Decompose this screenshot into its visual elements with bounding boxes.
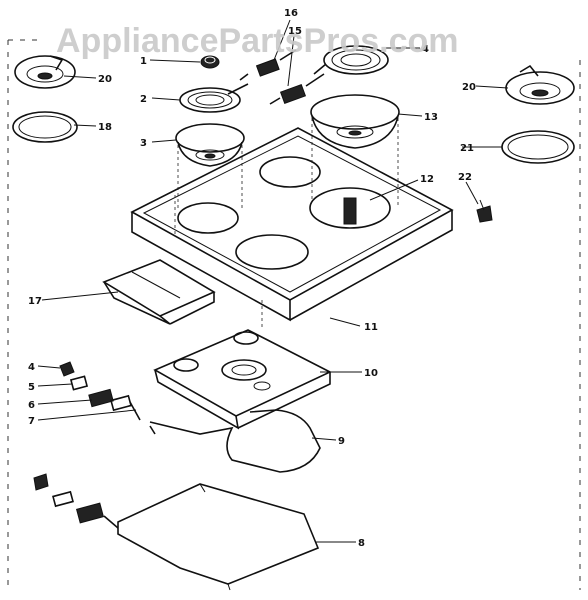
- watermark-text: AppliancePartsPros.com: [56, 22, 458, 60]
- trim-ring-left: [12, 111, 78, 143]
- label-part-20-left: 20: [98, 74, 112, 85]
- label-part-8: 8: [358, 538, 365, 549]
- wire-harness-lower: [117, 483, 320, 591]
- label-part-4-top: 4: [422, 44, 429, 55]
- label-part-18: 18: [98, 122, 112, 133]
- label-part-7: 7: [28, 416, 35, 427]
- drip-pan-right: [505, 64, 575, 105]
- label-part-9: 9: [338, 436, 345, 447]
- cooktop-main-top: [130, 127, 454, 322]
- terminal-clip: [200, 55, 220, 69]
- label-part-16: 16: [284, 8, 298, 19]
- label-part-21: 21: [460, 143, 474, 154]
- label-part-11: 11: [364, 322, 378, 333]
- hinge-bracket: [476, 199, 493, 223]
- drip-bowl-small: [175, 123, 245, 167]
- label-part-12: 12: [420, 174, 434, 185]
- label-part-10: 10: [364, 368, 378, 379]
- label-part-5: 5: [28, 382, 35, 393]
- label-part-2: 2: [140, 94, 147, 105]
- label-part-22: 22: [458, 172, 472, 183]
- connector-set-upper: [59, 361, 141, 421]
- label-part-17: 17: [28, 296, 42, 307]
- surface-element-large: [313, 45, 389, 75]
- receptacle-block-upper: [239, 49, 297, 81]
- connector-set-lower: [33, 473, 119, 529]
- surface-element-small: [179, 83, 249, 113]
- drip-pan-left: [14, 55, 76, 89]
- label-part-6: 6: [28, 400, 35, 411]
- label-part-4-lower: 4: [28, 362, 35, 373]
- drip-bowl-large: [310, 94, 400, 149]
- receptacle-block-lower: [269, 73, 325, 105]
- burner-box: [153, 329, 332, 430]
- label-part-1: 1: [140, 56, 147, 67]
- label-part-20-right: 20: [462, 82, 476, 93]
- leader-lines: [37, 19, 509, 543]
- label-part-15: 15: [288, 26, 302, 37]
- label-part-13: 13: [424, 112, 438, 123]
- channel-bracket: [102, 259, 216, 325]
- trim-ring-right: [501, 130, 575, 164]
- wire-harness-upper: [149, 409, 321, 473]
- label-part-3: 3: [140, 138, 147, 149]
